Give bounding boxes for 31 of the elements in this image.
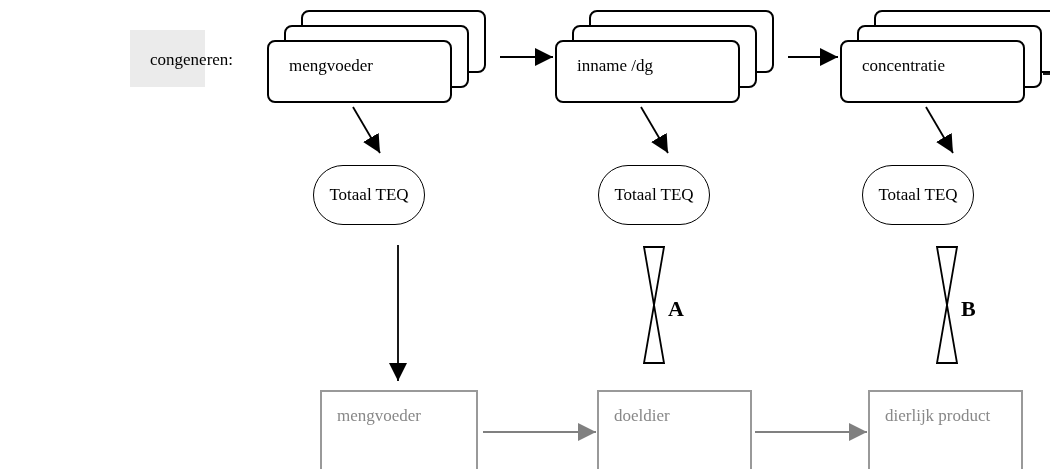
arrow [482,423,597,441]
arrow [754,423,868,441]
node-text: mengvoeder [289,56,374,76]
stacked-process-box [267,10,487,103]
comparison-label: A [668,296,684,322]
node-text: Totaal TEQ [878,185,958,205]
node-text: concentratie [862,56,946,76]
node-text: doeldier [614,406,670,425]
arrow [787,48,839,66]
node-text: dierlijk product [885,406,991,425]
total-box [598,165,710,225]
arrow [389,244,407,382]
node-text: Totaal TEQ [329,185,409,205]
comparison-label: B [961,296,976,322]
arrow [925,106,954,154]
arrow [499,48,554,66]
stacked-process-box [555,10,775,103]
total-box [313,165,425,225]
node-text: congeneren: [150,50,234,69]
outcome-box [597,390,752,469]
arrow [640,106,669,154]
stacked-process-box [840,10,1050,103]
arrow [352,106,381,154]
node-text: Totaal TEQ [614,185,694,205]
outcome-box [868,390,1023,469]
hourglass-symbol [643,246,665,364]
total-box [862,165,974,225]
hourglass-symbol [936,246,958,364]
outcome-box [320,390,478,469]
node-text: inname /dg [577,56,653,76]
node-text: mengvoeder [337,406,422,425]
